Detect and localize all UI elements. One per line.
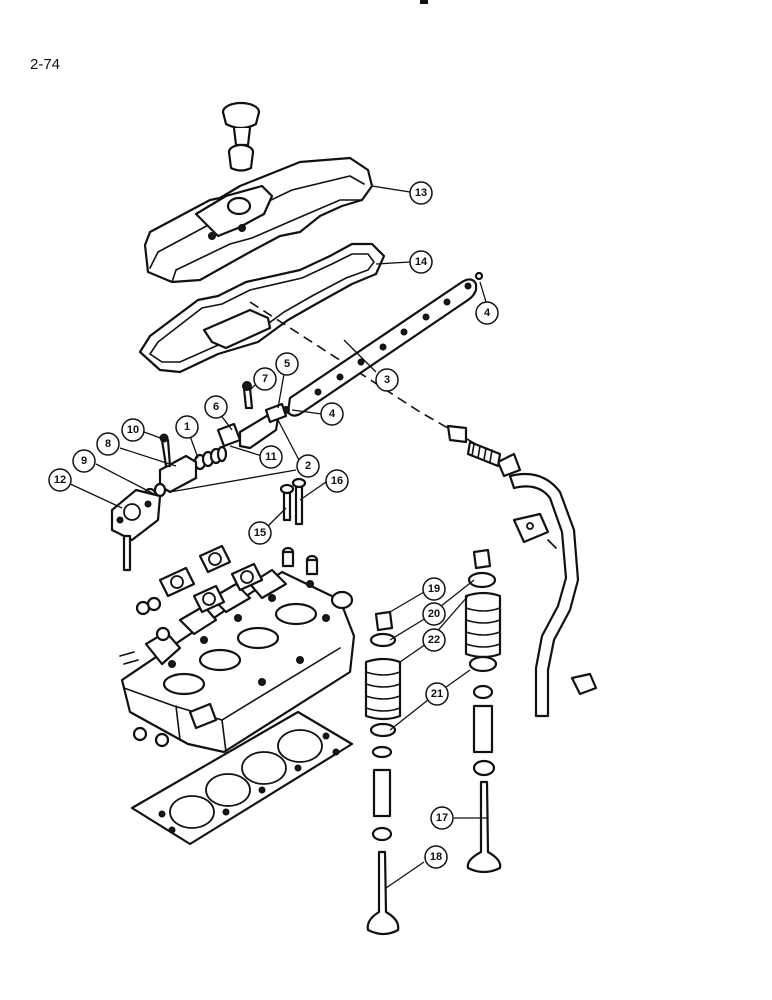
leader-lines — [65, 185, 488, 889]
svg-text:4: 4 — [484, 307, 491, 319]
callout-4-mid: 4 — [320, 402, 344, 426]
callout-20: 20 — [422, 602, 446, 626]
svg-text:18: 18 — [430, 851, 442, 863]
callout-14: 14 — [409, 250, 433, 274]
svg-text:5: 5 — [284, 358, 290, 370]
svg-text:2: 2 — [305, 460, 311, 472]
callout-11: 11 — [259, 445, 283, 469]
spring-coil — [193, 445, 228, 471]
svg-text:6: 6 — [213, 401, 219, 413]
callout-1: 1 — [175, 415, 199, 439]
svg-text:22: 22 — [428, 634, 440, 646]
rocker-support — [264, 402, 288, 424]
svg-text:16: 16 — [331, 475, 343, 487]
svg-text:12: 12 — [54, 474, 66, 486]
rocker-spring — [216, 422, 242, 448]
svg-text:14: 14 — [415, 256, 428, 268]
svg-text:4: 4 — [329, 408, 336, 420]
callout-7: 7 — [253, 367, 277, 391]
svg-text:3: 3 — [384, 374, 390, 386]
callout-19: 19 — [422, 577, 446, 601]
callout-8: 8 — [96, 432, 120, 456]
svg-text:7: 7 — [262, 373, 268, 385]
svg-text:8: 8 — [105, 438, 111, 450]
callout-9: 9 — [72, 449, 96, 473]
svg-text:19: 19 — [428, 583, 440, 595]
rocker-shaft — [286, 271, 484, 417]
callout-15: 15 — [248, 521, 272, 545]
oil-filler-cap — [221, 101, 261, 172]
svg-text:11: 11 — [265, 451, 277, 463]
head-gasket — [130, 710, 354, 846]
svg-text:21: 21 — [431, 688, 443, 700]
top-edge-mark — [420, 0, 428, 4]
cylinder-head — [120, 568, 356, 754]
svg-text:1: 1 — [184, 421, 190, 433]
svg-text:20: 20 — [428, 608, 440, 620]
svg-text:10: 10 — [127, 424, 139, 436]
callout-3: 3 — [375, 368, 399, 392]
callout-18: 18 — [424, 845, 448, 869]
callout-10: 10 — [121, 418, 145, 442]
callout-16: 16 — [325, 469, 349, 493]
head-bolts — [279, 477, 307, 526]
manifold-gaskets — [158, 544, 264, 614]
page-number: 2-74 — [30, 56, 61, 73]
callout-6: 6 — [204, 395, 228, 419]
svg-text:15: 15 — [254, 527, 266, 539]
breather-tube — [446, 424, 598, 718]
svg-text:9: 9 — [81, 455, 87, 467]
callout-12: 12 — [48, 468, 72, 492]
callout-5: 5 — [275, 352, 299, 376]
callout-4-top: 4 — [475, 301, 499, 325]
callout-2: 2 — [296, 454, 320, 478]
callout-22: 22 — [422, 628, 446, 652]
callout-21: 21 — [425, 682, 449, 706]
breather-flange — [110, 488, 162, 542]
valve-cover-gasket — [138, 242, 386, 374]
svg-text:17: 17 — [436, 812, 448, 824]
svg-text:13: 13 — [415, 187, 427, 199]
callout-13: 13 — [409, 181, 433, 205]
valve-stack-left — [364, 610, 402, 936]
head-small-parts — [119, 534, 354, 748]
valve-cover — [143, 156, 374, 284]
assembly-axis-line — [249, 301, 487, 451]
callout-17: 17 — [430, 806, 454, 830]
valve-stack-right — [464, 548, 502, 874]
